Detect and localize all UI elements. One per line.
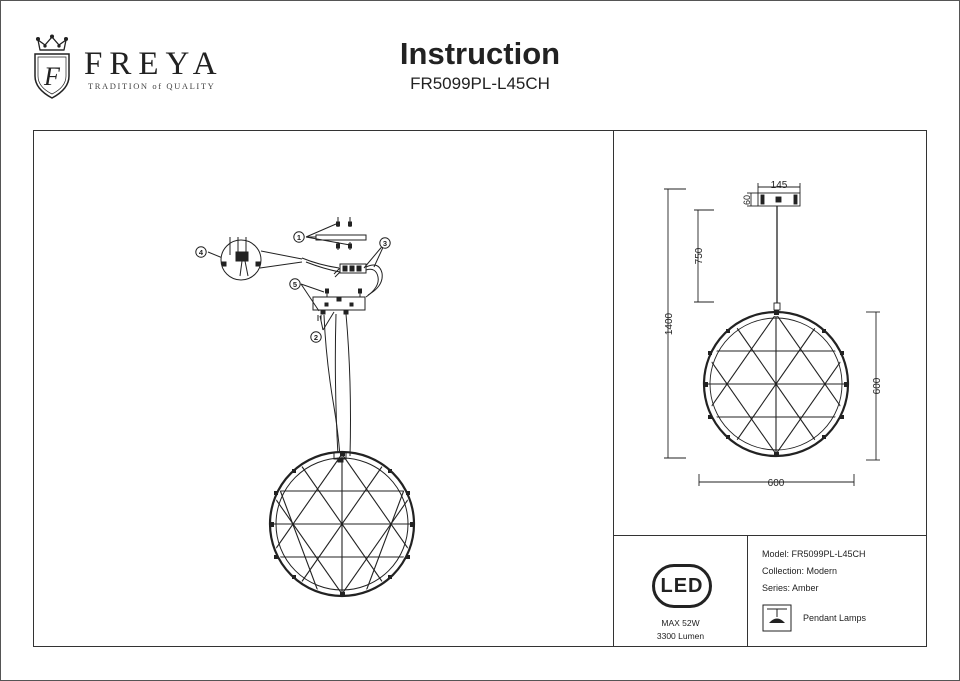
frame-divider-vertical — [613, 130, 614, 647]
globe-shade — [268, 450, 416, 598]
mounting-bracket — [315, 234, 367, 241]
assembly-drawing: 1 2 3 4 5 — [195, 217, 416, 598]
document-model-code: FR5099PL-L45CH — [410, 74, 550, 93]
canopy — [312, 296, 366, 311]
suspension-cord — [345, 313, 351, 457]
dim-canopy-width: 145 — [771, 180, 788, 191]
spec-collection: Collection: Modern — [762, 566, 838, 576]
led-lumen: 3300 Lumen — [656, 631, 705, 641]
dim-canopy-height: 60 — [742, 195, 752, 205]
callout-2: 2 — [314, 333, 318, 342]
frame-divider-horizontal — [613, 535, 927, 536]
callout-3: 3 — [383, 239, 387, 248]
spec-lamp-type: Pendant Lamps — [803, 613, 867, 623]
spec-model: Model: FR5099PL-L45CH — [762, 549, 866, 559]
frame-divider-info — [747, 535, 748, 647]
spec-series: Series: Amber — [762, 583, 819, 593]
document-title: Instruction — [399, 36, 561, 71]
brand-block: F FREYA TRADITION of QUALITY — [30, 34, 240, 100]
brand-monogram: F — [43, 62, 61, 91]
callout-5: 5 — [293, 280, 297, 289]
dimension-drawing: 145 60 750 1400 600 600 — [664, 180, 883, 489]
led-badge: LED — [652, 564, 712, 608]
crown-icon — [35, 34, 69, 51]
dim-shade-width: 600 — [768, 478, 785, 489]
led-max-power: MAX 52W — [661, 618, 700, 628]
brand-logo: F — [34, 34, 70, 99]
brand-tagline: TRADITION of QUALITY — [88, 81, 216, 91]
content-frame — [33, 130, 927, 647]
dim-overall-height: 1400 — [664, 312, 675, 335]
callout-4: 4 — [199, 248, 204, 257]
dim-globe — [702, 310, 850, 458]
dim-shade-height: 600 — [872, 377, 883, 394]
screw-group — [336, 217, 352, 250]
callout-1: 1 — [297, 233, 301, 242]
pendant-lamp-icon — [762, 604, 792, 632]
brand-name: FREYA — [84, 46, 224, 82]
shield-icon — [34, 53, 70, 99]
dim-drop-length: 750 — [694, 247, 705, 264]
